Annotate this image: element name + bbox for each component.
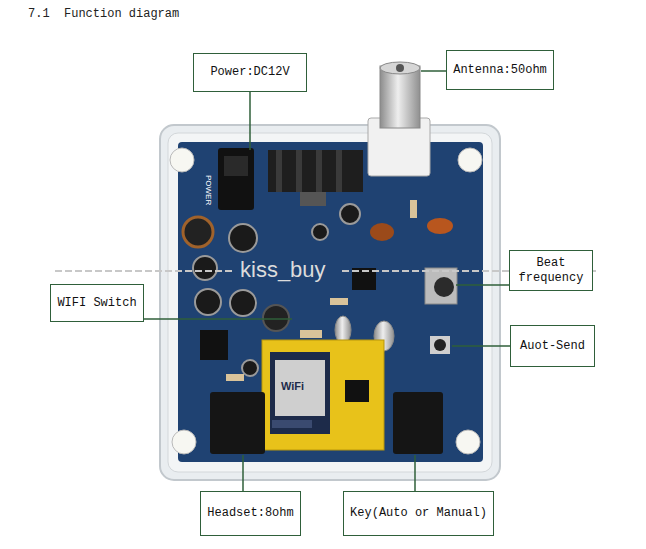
board-part — [170, 148, 194, 172]
inductors — [183, 217, 453, 331]
board-part — [312, 224, 328, 240]
board-part — [230, 290, 256, 316]
board-part — [345, 380, 369, 402]
acrylic-case — [160, 125, 500, 480]
board-part — [275, 360, 325, 416]
potentiometer — [425, 268, 457, 304]
callout-box: Auot-Send — [510, 325, 595, 367]
leader-lines — [136, 71, 510, 491]
board-part — [262, 340, 384, 450]
wifi-module — [262, 340, 384, 450]
board-part — [370, 223, 394, 241]
board-part — [330, 298, 348, 305]
pcb — [178, 142, 483, 462]
board-part — [316, 150, 322, 192]
callout-text: Headset:8ohm — [207, 506, 293, 521]
board-part — [178, 142, 483, 462]
board-part — [410, 200, 417, 218]
board-part — [168, 133, 492, 472]
board-part — [226, 374, 244, 381]
board-part — [336, 150, 342, 192]
board-part — [421, 70, 446, 72]
board-part — [380, 62, 420, 74]
board-part — [276, 150, 282, 192]
board-part — [456, 430, 480, 454]
silkscreen-text: WiFi — [281, 380, 304, 392]
board-part — [452, 345, 510, 347]
callout-box: Power:DC12V — [193, 53, 307, 92]
board-part — [242, 360, 258, 376]
board-part — [195, 289, 221, 315]
board-part — [425, 268, 457, 304]
board-part — [414, 455, 416, 491]
board-part — [272, 420, 312, 428]
board-part — [300, 330, 322, 338]
callout-box: Antenna:50ohm — [446, 50, 554, 90]
board-part — [434, 339, 446, 351]
board-part — [380, 66, 420, 128]
board-part — [200, 330, 228, 360]
board-part — [268, 150, 363, 192]
callout-text: Power:DC12V — [210, 65, 289, 80]
watermark: kiss_buy — [240, 258, 326, 282]
board-part — [229, 224, 257, 252]
board-part — [430, 336, 450, 354]
board-part — [160, 125, 500, 480]
callout-text: Beat frequency — [514, 256, 588, 286]
board-part — [396, 64, 404, 72]
board-part — [249, 92, 251, 150]
board-part — [263, 305, 289, 331]
diagram-title: 7.1 Function diagram — [28, 7, 179, 21]
board-part — [296, 150, 302, 192]
board-part — [393, 392, 443, 454]
board-part — [270, 352, 330, 434]
heatsink — [268, 150, 363, 206]
callout-text: Auot-Send — [520, 339, 585, 354]
corner-posts — [170, 148, 482, 454]
audio-jacks — [210, 392, 443, 454]
board-part — [456, 284, 509, 286]
board-part — [55, 270, 234, 272]
push-button — [430, 336, 450, 354]
board-part — [434, 277, 454, 297]
callout-box: Key(Auto or Manual) — [343, 491, 494, 536]
board-part — [242, 455, 244, 491]
callout-text: Antenna:50ohm — [453, 63, 547, 78]
callout-box: Beat frequency — [509, 250, 593, 291]
silkscreen-text: POWER — [203, 175, 212, 205]
callout-box: Headset:8ohm — [200, 491, 301, 536]
board-part — [172, 430, 196, 454]
board-part — [218, 148, 254, 210]
board-part — [340, 204, 360, 224]
board-part — [193, 256, 217, 280]
board-part — [458, 148, 482, 172]
board-part — [300, 192, 326, 206]
callout-text: WIFI Switch — [57, 296, 136, 311]
board-part — [183, 217, 213, 247]
callout-text: Key(Auto or Manual) — [350, 506, 487, 521]
dc-jack — [218, 148, 254, 210]
bnc-connector — [368, 62, 430, 176]
board-part — [427, 218, 453, 234]
callout-box: WIFI Switch — [50, 284, 144, 322]
board-part — [224, 156, 248, 176]
board-part — [210, 392, 265, 454]
board-part — [136, 318, 292, 320]
